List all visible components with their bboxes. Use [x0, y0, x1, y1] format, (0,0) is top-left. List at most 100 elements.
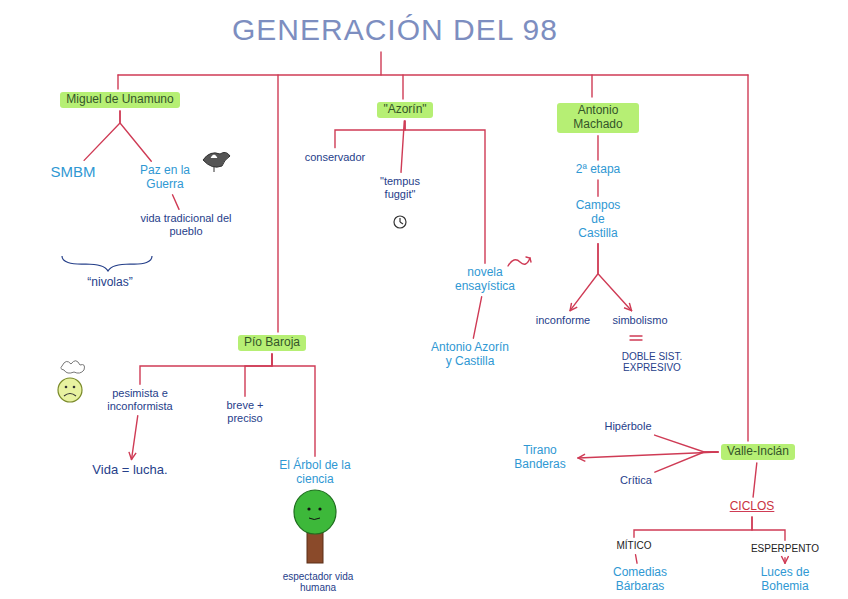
- bird-leg: [214, 167, 215, 172]
- clock-face: [394, 216, 406, 228]
- clock-icon: [394, 216, 406, 228]
- author-highlight: "Azorín": [377, 102, 432, 118]
- concept-node: novela ensayística: [443, 266, 527, 294]
- node-text: SMBM: [51, 163, 96, 180]
- bus-drop: [747, 75, 748, 441]
- node-text: Paz en la Guerra: [132, 164, 198, 192]
- equals-sign: [630, 335, 642, 336]
- node-text: "Azorín": [383, 103, 426, 117]
- diagram-title: GENERACIÓN DEL 98: [232, 13, 558, 48]
- concept-node: inconforme: [536, 314, 590, 327]
- bus-drop: [402, 75, 403, 99]
- sad-face: [58, 361, 85, 402]
- connector: [131, 416, 137, 460]
- node-text: CICLOS: [730, 500, 775, 514]
- node-text: breve + preciso: [220, 399, 270, 424]
- concept-node: El Árbol de la ciencia: [274, 459, 356, 487]
- clock-hand: [400, 222, 403, 224]
- node-text: Campos de Castilla: [570, 199, 626, 240]
- node-text: conservador: [305, 151, 366, 164]
- main-bus: [118, 74, 748, 75]
- concept-node: Paz en la Guerra: [132, 164, 198, 192]
- note-label: “nivolas”: [87, 276, 132, 290]
- connector: [401, 121, 404, 172]
- concept-node: "tempus fuggit": [369, 175, 431, 200]
- node-text: Valle-Inclán: [727, 445, 789, 459]
- node-text: DOBLE SIST. EXPRESIVO: [610, 351, 694, 374]
- bus-drop: [277, 75, 278, 332]
- concept-node: Campos de Castilla: [570, 199, 626, 240]
- connector: [245, 354, 272, 396]
- concept-node: pesimista e inconformista: [100, 387, 180, 412]
- concept-node: SMBM: [51, 163, 96, 180]
- node-text: MÍTICO: [617, 540, 652, 552]
- bus-drop: [117, 75, 118, 89]
- node-text: Pío Baroja: [244, 336, 300, 350]
- connector: [120, 111, 151, 161]
- node-text: ESPERPENTO: [751, 543, 819, 555]
- clock-hand: [399, 218, 400, 222]
- concept-node: Hipérbole: [604, 420, 651, 433]
- concept-node: Vida = lucha.: [92, 463, 167, 478]
- connector: [272, 354, 315, 456]
- eye: [73, 386, 76, 389]
- connector: [84, 111, 120, 160]
- concept-node: vida tradicional del pueblo: [140, 212, 232, 237]
- author-highlight: Pío Baroja: [238, 335, 306, 351]
- concept-node: DOBLE SIST. EXPRESIVO: [610, 351, 694, 374]
- connector: [335, 121, 405, 148]
- bird-icon: [203, 152, 230, 172]
- concept-node: 2ª etapa: [576, 163, 620, 177]
- connector: [473, 297, 481, 338]
- concept-node: Antonio Azorín y Castilla: [429, 341, 511, 369]
- connector: [598, 244, 632, 311]
- node-text: inconforme: [536, 314, 590, 327]
- connector: [636, 555, 637, 563]
- connector: [570, 244, 598, 311]
- brace: [62, 256, 152, 271]
- connector: [140, 354, 272, 384]
- concept-node: CICLOS: [730, 500, 775, 514]
- concept-node: Comedias Bárbaras: [600, 566, 680, 594]
- equals-sign: [630, 339, 642, 340]
- node-text: Vida = lucha.: [92, 463, 167, 478]
- connector: [784, 558, 785, 563]
- tree-eye: [318, 507, 321, 510]
- concept-node: ESPERPENTO: [751, 543, 819, 555]
- connector: [405, 121, 485, 263]
- connector: [655, 435, 719, 452]
- node-text: Hipérbole: [604, 420, 651, 433]
- tree-eye: [307, 507, 310, 510]
- concept-node: conservador: [305, 151, 366, 164]
- curly-arrow-head: [526, 257, 531, 262]
- node-text: pesimista e inconformista: [100, 387, 180, 412]
- tree-trunk: [307, 530, 323, 563]
- node-text: vida tradicional del pueblo: [140, 212, 232, 237]
- trunk-lines: [118, 52, 748, 441]
- connector: [597, 180, 598, 196]
- author-highlight: Miguel de Unamuno: [60, 92, 179, 108]
- concept-node: breve + preciso: [220, 399, 270, 424]
- concept-node: espectador vida humana: [266, 571, 370, 594]
- concept-node: Luces de Bohemia: [745, 566, 825, 594]
- connector: [655, 452, 718, 472]
- author-highlight: Antonio Machado: [557, 103, 639, 133]
- author-highlight: Valle-Inclán: [721, 444, 795, 460]
- face: [58, 378, 82, 402]
- node-text: Antonio Azorín y Castilla: [429, 341, 511, 369]
- bus-drop: [591, 75, 592, 97]
- concept-node: simbolismo: [612, 314, 667, 327]
- title-stem: [380, 52, 381, 75]
- connector: [597, 136, 598, 160]
- tree-drawing: [294, 490, 336, 563]
- concept-node: MÍTICO: [617, 540, 652, 552]
- concept-node: Crítica: [620, 474, 652, 487]
- connector: [578, 452, 718, 458]
- node-text: Tirano Banderas: [505, 444, 575, 472]
- node-text: Luces de Bohemia: [745, 566, 825, 594]
- tree-mouth: [309, 518, 320, 520]
